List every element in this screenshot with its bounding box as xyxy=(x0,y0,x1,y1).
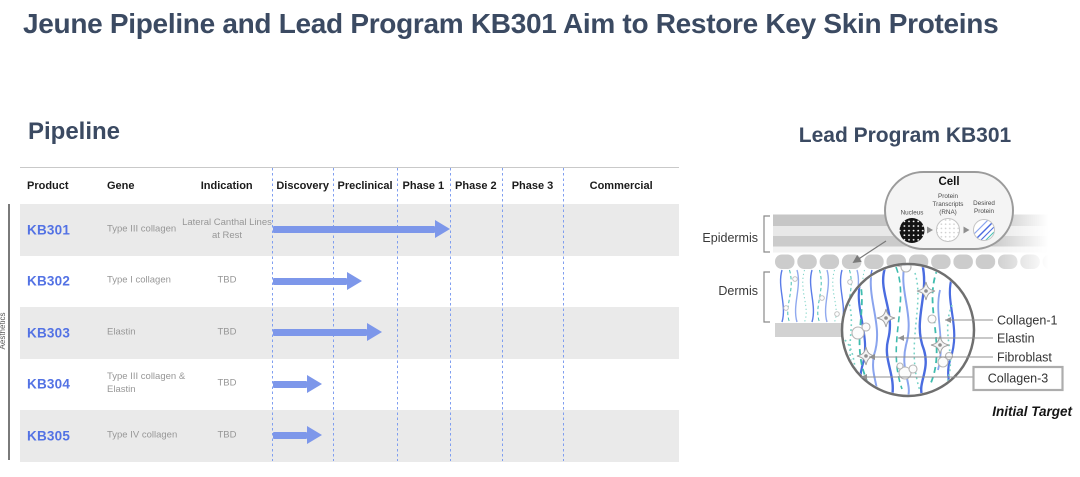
pipeline-row-KB304: KB304 Type III collagen & Elastin TBD xyxy=(20,359,679,411)
progress-arrow-head xyxy=(307,374,323,393)
progress-arrow xyxy=(273,380,308,388)
collagen1-label: Collagen-1 xyxy=(997,314,1058,328)
column-header-phase-2: Phase 2 xyxy=(455,180,497,192)
rna-label-line2: Transcripts xyxy=(933,201,964,208)
product-cell: KB305 xyxy=(27,428,71,444)
phase-divider-line xyxy=(396,168,398,461)
column-header-phase-1: Phase 1 xyxy=(402,180,445,192)
column-header-product: Product xyxy=(27,180,69,192)
product-cell: KB304 xyxy=(27,376,71,392)
collagen3-label: Collagen-3 xyxy=(988,372,1049,386)
product-cell: KB301 xyxy=(27,222,71,238)
pipeline-row-KB305: KB305 Type IV collagen TBD xyxy=(20,410,679,462)
progress-arrow-head xyxy=(367,323,383,342)
progress-arrow xyxy=(273,329,368,337)
nucleus-label: Nucleus xyxy=(901,210,924,217)
column-header-gene: Gene xyxy=(107,180,135,192)
dermis-bracket xyxy=(763,271,770,323)
annotation-arrowheads xyxy=(861,317,951,380)
indication-cell: TBD xyxy=(217,274,237,286)
indication-cell: TBD xyxy=(217,429,237,441)
gene-cell: Type III collagen & Elastin xyxy=(107,371,186,396)
dermis-label: Dermis xyxy=(718,284,758,298)
indication-cell: Lateral Canthal Lines at Rest xyxy=(182,216,272,241)
aesthetics-category-label: Aesthetics xyxy=(0,312,7,350)
phase-divider-line xyxy=(272,168,273,461)
column-header-preclinical: Preclinical xyxy=(337,180,393,192)
cell-pointer-arrow xyxy=(852,240,887,263)
gene-cell: Type IV collagen xyxy=(107,429,178,441)
gene-cell: Elastin xyxy=(107,326,136,338)
pipeline-heading: Pipeline xyxy=(28,118,121,145)
cell-title: Cell xyxy=(938,176,959,188)
gene-cell: Type I collagen xyxy=(107,274,171,286)
progress-arrow-head xyxy=(307,426,323,445)
annotation-leader-lines xyxy=(861,319,993,378)
indication-cell: TBD xyxy=(217,377,237,389)
phase-divider-line xyxy=(501,168,503,461)
pipeline-row-KB302: KB302 Type I collagen TBD xyxy=(20,256,679,308)
desired-protein-label-line1: Desired xyxy=(973,200,995,207)
pipeline-table: Product Gene Indication Discovery Preclinica… xyxy=(20,167,679,462)
flow-arrow-icon xyxy=(963,226,970,234)
gene-cell: Type III collagen xyxy=(107,223,177,235)
phase-divider-line xyxy=(333,168,335,461)
epidermis-label: Epidermis xyxy=(702,231,758,245)
rna-label-line1: Protein xyxy=(938,193,958,200)
fibroblast-label: Fibroblast xyxy=(997,351,1052,365)
pipeline-row-KB303: KB303 Elastin TBD xyxy=(20,307,679,359)
cell-inset: Cell Nucleus Protein Transcripts (RNA) D… xyxy=(884,171,1014,250)
phase-divider-line xyxy=(563,168,565,461)
elastin-label: Elastin xyxy=(997,332,1035,346)
progress-arrow-head xyxy=(346,271,362,290)
progress-arrow-head xyxy=(435,220,450,239)
table-header: Product Gene Indication Discovery Preclinica… xyxy=(20,168,679,205)
skin-diagram: Epidermis Dermis Cell Nucleus Protein Tr… xyxy=(702,171,1072,419)
pipeline-row-KB301: KB301 Type III collagen Lateral Canthal Li… xyxy=(20,204,679,256)
lead-program-heading: Lead Program KB301 xyxy=(798,124,1012,147)
initial-target-label: Initial Target xyxy=(992,404,1072,419)
product-cell: KB303 xyxy=(27,325,71,341)
column-header-indication: Indication xyxy=(200,180,253,192)
column-header-discovery: Discovery xyxy=(276,180,329,192)
progress-arrow xyxy=(273,226,435,234)
desired-protein-label-line2: Protein xyxy=(974,208,994,215)
progress-arrow xyxy=(273,432,308,440)
flow-arrow-icon xyxy=(927,226,933,234)
epidermis-bracket xyxy=(763,215,770,253)
aesthetics-bracket-line xyxy=(8,204,10,460)
column-header-phase-3: Phase 3 xyxy=(511,180,554,192)
collagen3-highlight-box xyxy=(972,365,1064,392)
indication-cell: TBD xyxy=(217,326,237,338)
product-cell: KB302 xyxy=(27,273,71,289)
slide-title: Jeune Pipeline and Lead Program KB301 Ai… xyxy=(23,8,999,39)
progress-arrow xyxy=(273,277,347,285)
phase-divider-line xyxy=(450,168,451,461)
rna-label-line3: (RNA) xyxy=(939,209,957,216)
column-header-commercial: Commercial xyxy=(589,180,653,192)
